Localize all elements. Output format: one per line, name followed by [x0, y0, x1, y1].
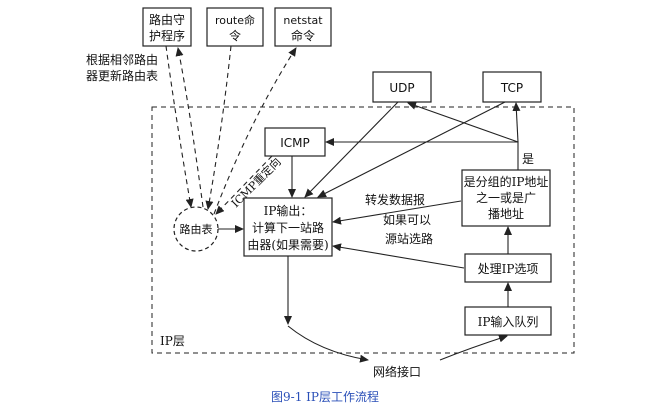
ip-layer-label: IP层	[160, 334, 185, 348]
destination-check-label-3: 播地址	[488, 207, 524, 221]
top-annotation-line-2: 器更新路由表	[86, 68, 158, 83]
tcp-box: TCP	[482, 71, 542, 103]
icmp-box: ICMP	[264, 127, 326, 157]
netstat-command-label-2: 命令	[291, 28, 315, 43]
routing-table-label: 路由表	[180, 222, 213, 236]
icmp-label: ICMP	[280, 136, 310, 150]
arrow-table-to-netstat	[213, 47, 297, 215]
arrow-to-network-interface	[287, 325, 369, 363]
routing-daemon-label-2: 护程序	[149, 28, 185, 43]
yes-label: 是	[522, 152, 534, 166]
top-annotation-line-1: 根据相邻路由	[86, 52, 158, 67]
ip-layer-region	[151, 106, 575, 354]
destination-check-label-2: 之一或是广	[476, 191, 536, 205]
route-command-box: route命 令	[206, 7, 264, 47]
arrow-tcp-to-ip-output	[317, 101, 506, 198]
arrow-table-to-routing-daemon	[175, 47, 204, 208]
routing-daemon-box: 路由守 护程序	[142, 7, 192, 47]
network-interface-label: 网络接口	[373, 364, 421, 379]
forward-datagram-label: 转发数据报	[365, 192, 425, 207]
arrow-network-interface-to-input-queue	[439, 334, 508, 361]
arrow-routing-daemon-to-table	[165, 45, 194, 208]
destination-check-label-1: 是分组的IP地址	[464, 174, 549, 189]
ip-output-label-1: IP输出：	[264, 203, 313, 218]
process-ip-options-box: 处理IP选项	[464, 253, 552, 283]
netstat-command-box: netstat 命令	[274, 7, 332, 47]
arrow-source-route	[332, 243, 465, 269]
arrow-route-command-to-table	[205, 45, 232, 210]
if-allowed-label: 如果可以	[383, 212, 431, 227]
process-ip-options-label: 处理IP选项	[478, 262, 539, 276]
ip-input-queue-label: IP输入队列	[478, 314, 539, 329]
route-command-label-2: 令	[229, 28, 241, 43]
routing-table-node: 路由表	[173, 206, 219, 252]
ip-output-box: IP输出： 计算下一站路 由器(如果需要)	[243, 197, 333, 257]
arrow-destination-to-tcp	[512, 102, 521, 143]
tcp-label: TCP	[500, 81, 523, 95]
destination-check-box: 是分组的IP地址 之一或是广 播地址	[461, 169, 551, 227]
arrow-udp-to-ip-output	[304, 101, 399, 198]
ip-input-queue-box: IP输入队列	[464, 306, 552, 336]
route-command-label-1: route命	[215, 13, 255, 27]
ip-output-label-3: 由器(如果需要)	[247, 237, 328, 252]
arrow-icmp-redirect	[215, 155, 273, 215]
udp-box: UDP	[372, 71, 432, 103]
ip-output-label-2: 计算下一站路	[252, 220, 324, 235]
arrow-forward-datagram	[332, 200, 462, 225]
routing-daemon-label-1: 路由守	[149, 12, 185, 27]
figure-caption: 图9-1 IP层工作流程	[271, 389, 379, 404]
udp-label: UDP	[389, 81, 414, 95]
arrow-destination-to-udp	[407, 101, 519, 143]
source-route-label: 源站选路	[385, 231, 433, 246]
netstat-command-label-1: netstat	[283, 14, 323, 27]
